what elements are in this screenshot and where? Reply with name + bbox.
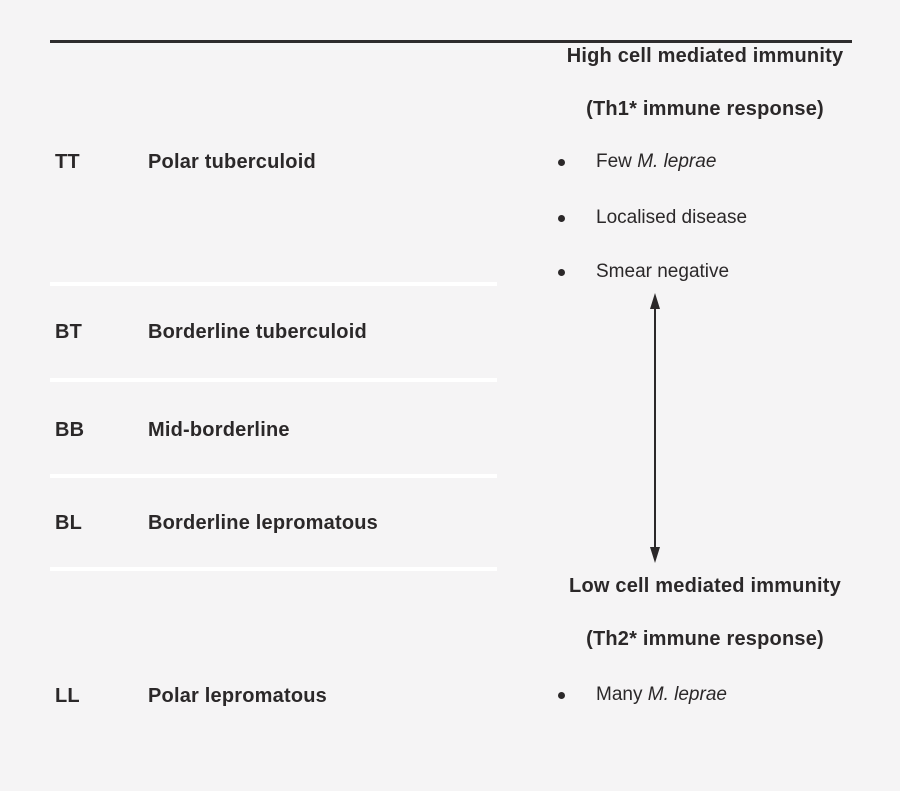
bullet-item-localised-disease: Localised disease — [558, 207, 747, 231]
classification-code: LL — [55, 685, 80, 707]
bullet-item-few-m-leprae: Few M. leprae — [558, 151, 716, 175]
bullet-icon — [558, 692, 565, 699]
classification-row-bt: BT Borderline tuberculoid — [0, 321, 500, 345]
classification-name: Polar tuberculoid — [148, 151, 316, 173]
bullet-label-text: Few — [596, 151, 638, 172]
bullet-icon — [558, 159, 565, 166]
classification-name: Mid-borderline — [148, 419, 290, 441]
row-separator — [50, 378, 497, 382]
classification-code: BL — [55, 512, 83, 534]
bullet-label: Localised disease — [596, 207, 747, 229]
bullet-icon — [558, 215, 565, 222]
th2-response-subheading: (Th2* immune response) — [586, 628, 824, 650]
row-separator — [50, 567, 497, 571]
bullet-label: Many M. leprae — [596, 684, 727, 706]
classification-code: TT — [55, 151, 80, 173]
bullet-label-text: Localised disease — [596, 207, 748, 228]
row-separator — [50, 474, 497, 478]
table-top-rule — [50, 40, 852, 43]
classification-row-tt: TT Polar tuberculoid — [0, 151, 500, 175]
bullet-item-many-m-leprae: Many M. leprae — [558, 684, 727, 708]
classification-name: Polar lepromatous — [148, 685, 327, 707]
bullet-label-text: Smear negative — [596, 261, 730, 282]
classification-name: Borderline lepromatous — [148, 512, 378, 534]
bullet-label: Smear negative — [596, 261, 729, 283]
classification-row-bl: BL Borderline lepromatous — [0, 512, 500, 536]
bullet-icon — [558, 269, 565, 276]
classification-row-bb: BB Mid-borderline — [0, 419, 500, 443]
classification-name: Borderline tuberculoid — [148, 321, 367, 343]
species-name: M. leprae — [637, 151, 717, 172]
bullet-item-smear-negative: Smear negative — [558, 261, 729, 285]
immunity-spectrum-double-arrow-icon — [646, 292, 664, 564]
row-separator — [50, 282, 497, 286]
high-immunity-heading: High cell mediated immunity — [566, 45, 844, 67]
bullet-label-text: Many — [596, 684, 648, 705]
bullet-label: Few M. leprae — [596, 151, 716, 173]
classification-row-ll: LL Polar lepromatous — [0, 685, 500, 709]
classification-code: BT — [55, 321, 83, 343]
classification-code: BB — [55, 419, 85, 441]
species-name: M. leprae — [647, 684, 727, 705]
low-immunity-heading: Low cell mediated immunity — [569, 575, 841, 597]
th1-response-subheading: (Th1* immune response) — [586, 98, 824, 120]
